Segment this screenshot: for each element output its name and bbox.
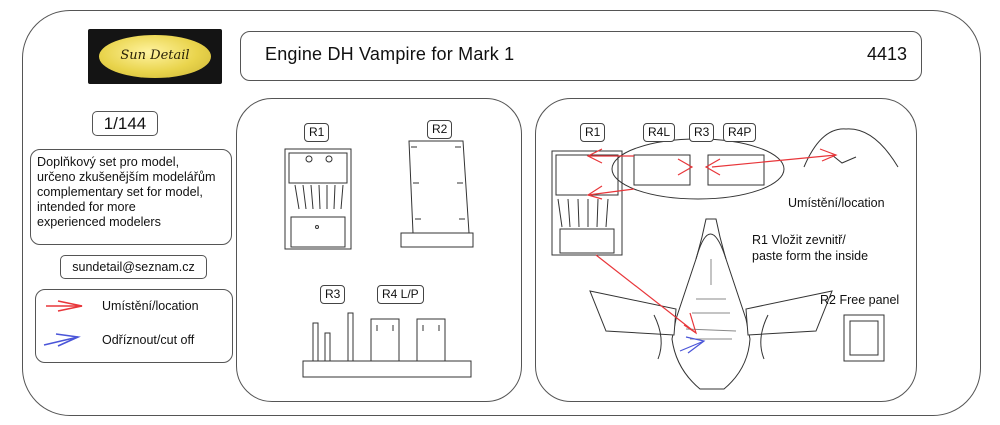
parts-panel: R1 R2 R3 R4 L/P: [236, 98, 522, 402]
part-r3-r4-drawing: [302, 312, 472, 378]
assembly-label-r4l: R4L: [643, 123, 676, 142]
part-label-r4: R4 L/P: [377, 285, 424, 304]
description-line: určeno zkušenějším modelářům: [37, 170, 216, 184]
part-label-r2: R2: [427, 120, 453, 139]
assembly-location-note: Umístění/location: [788, 196, 885, 210]
cutoff-arrow-icon: [43, 333, 81, 347]
part-label-r1: R1: [304, 123, 330, 142]
legend-cutoff-label: Odříznout/cut off: [102, 333, 195, 347]
assembly-label-r3: R3: [689, 123, 715, 142]
part-r1-drawing: [284, 148, 352, 250]
assembly-r1-note: R1 Vložit zevnitř/: [752, 233, 846, 247]
assembly-drawing: [551, 128, 899, 390]
description-box: Doplňkový set pro model, určeno zkušeněj…: [30, 149, 232, 245]
location-arrows: [586, 148, 838, 335]
scale-badge: 1/144: [92, 111, 158, 136]
cutoff-arrow: [679, 336, 706, 354]
logo-text: Sun Detail: [120, 48, 190, 63]
page-title: Engine DH Vampire for Mark 1: [265, 44, 515, 64]
product-code: 4413: [866, 44, 907, 64]
assembly-label-r4p: R4P: [723, 123, 757, 142]
description-line: intended for more: [37, 200, 136, 214]
assembly-panel: R1 R4L R3 R4P Umístění/location R1 Vloži…: [535, 98, 917, 402]
assembly-r1-drawing: [551, 150, 623, 256]
contact-email: sundetail@seznam.cz: [60, 255, 207, 279]
location-arrow-icon: [46, 300, 83, 312]
parts-drawing: [284, 140, 474, 378]
legend-location-label: Umístění/location: [102, 299, 199, 313]
description-line: complementary set for model,: [37, 185, 203, 199]
logo-oval: Sun Detail: [99, 35, 211, 78]
legend-box: Umístění/location Odříznout/cut off: [35, 289, 233, 363]
brand-logo: Sun Detail: [88, 29, 222, 84]
assembly-r2-note: R2 Free panel: [820, 293, 900, 307]
title-bar: Engine DH Vampire for Mark 1 4413: [240, 31, 922, 81]
part-r2-drawing: [400, 140, 474, 248]
assembly-label-r1: R1: [580, 123, 606, 142]
description-line: Doplňkový set pro model,: [37, 155, 180, 169]
legend-arrows: [43, 300, 83, 347]
part-label-r3: R3: [320, 285, 346, 304]
assembly-r1-note: paste form the inside: [752, 249, 869, 263]
description-line: experienced modelers: [37, 215, 161, 229]
